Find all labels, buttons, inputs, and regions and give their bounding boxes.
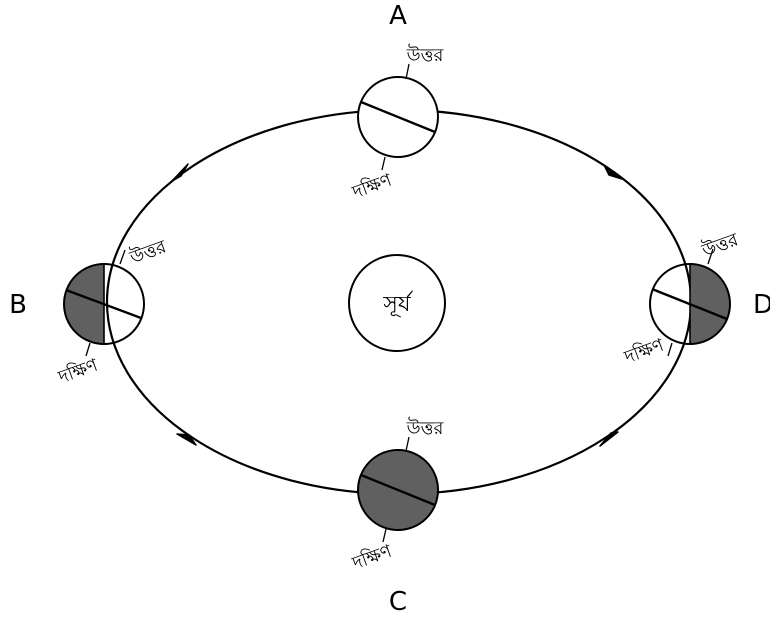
earth-position-d: D উত্তর দক্ষিণ xyxy=(621,228,770,369)
orbit-arrow-lower-left xyxy=(176,433,197,446)
earth-b-south-label: দক্ষিণ xyxy=(55,354,102,388)
earth-a-axis xyxy=(360,100,436,134)
earth-d-shade xyxy=(690,264,730,344)
earth-position-b: B উত্তর দক্ষিণ xyxy=(9,235,170,389)
orbit-arrow-upper-right xyxy=(603,164,623,180)
earth-d-south-tick xyxy=(667,342,673,357)
earth-c-south-label: দক্ষিণ xyxy=(349,540,396,574)
earth-b-letter: B xyxy=(9,290,27,320)
earth-b-shade xyxy=(64,264,104,344)
earth-b-south-tick xyxy=(85,342,91,357)
earth-b-north-tick xyxy=(119,249,126,265)
orbit-arrow-upper-left xyxy=(171,163,189,182)
earth-b-axis xyxy=(65,288,142,320)
earth-a-north-label: উত্তর xyxy=(406,44,445,66)
earth-a-south-label: দক্ষিণ xyxy=(349,169,396,203)
earth-a-south-tick xyxy=(381,156,386,171)
earth-c-letter: C xyxy=(389,587,407,617)
earth-c-axis xyxy=(360,473,436,507)
earth-position-a: A উত্তর দক্ষিণ xyxy=(349,1,445,204)
earth-c-south-tick xyxy=(382,528,387,543)
earth-a-letter: A xyxy=(389,1,407,31)
orbit-arrow-lower-right xyxy=(599,431,619,447)
earth-d-south-label: দক্ষিণ xyxy=(621,334,668,368)
sun: সূর্য xyxy=(348,254,446,352)
earth-c-north-label: উত্তর xyxy=(406,417,445,439)
sun-circle xyxy=(348,254,446,352)
sun-label: সূর্য xyxy=(382,290,413,317)
earth-d-letter: D xyxy=(753,290,770,320)
earth-a-north-tick xyxy=(405,63,410,80)
earth-d-north-tick xyxy=(707,248,714,265)
earth-c-north-tick xyxy=(405,436,410,452)
earth-d-axis xyxy=(651,287,728,321)
earth-b-north-label: উত্তর xyxy=(126,235,170,269)
earth-d-north-label: উত্তর xyxy=(698,228,742,262)
earth-position-c: C উত্তর দক্ষিণ xyxy=(349,417,445,617)
